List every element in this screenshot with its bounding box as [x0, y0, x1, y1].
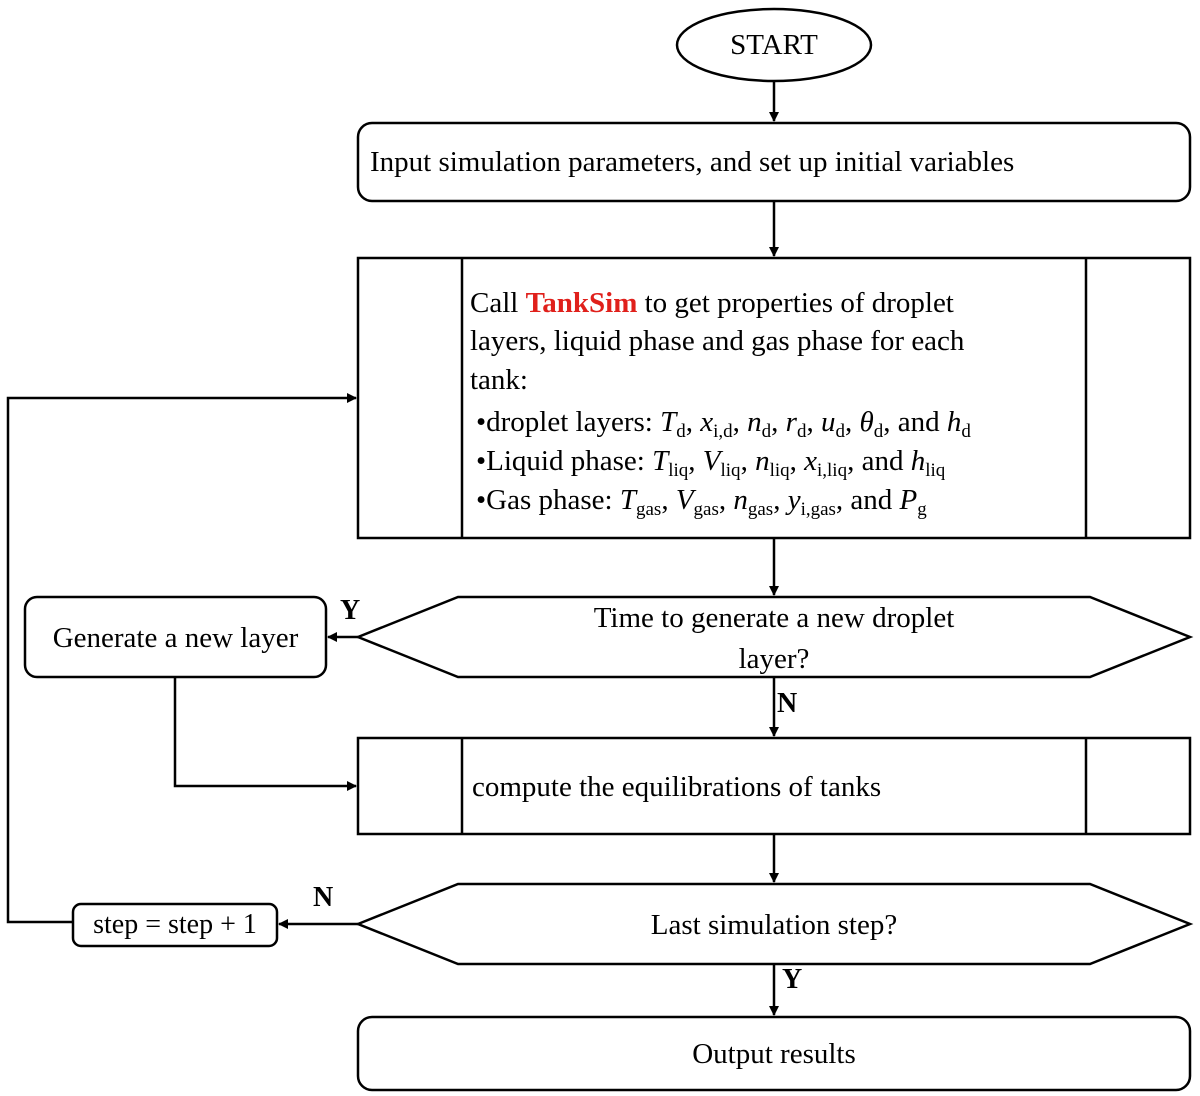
step-increment-box [71, 902, 279, 948]
last-step-decision-shape [354, 882, 1194, 966]
decision2-label: Last simulation step? [650, 909, 898, 941]
tanksim-name: TankSim [525, 287, 638, 319]
gas-phase-line: •Gas phase: Tgas, Vgas, ngas, yi,gas, an… [476, 484, 927, 520]
decision1-no-label: N [777, 688, 798, 719]
gas-label: •Gas phase: [476, 484, 613, 516]
tanksim-line-1: Call TankSim to get properties of drople… [470, 289, 954, 318]
tanksim-line-2: layers, liquid phase and gas phase for e… [470, 325, 965, 357]
decision1-line-2: layer? [738, 643, 810, 675]
liquid-label: •Liquid phase: [476, 445, 645, 477]
input-label: Input simulation parameters, and set up … [370, 146, 1015, 178]
call-line1-rest: to get properties of droplet [644, 287, 954, 319]
generate-label: Generate a new layer [52, 622, 299, 654]
arrow-step-loop-to-tanksim [6, 393, 357, 924]
new-layer-decision-shape [354, 595, 1194, 679]
output-label: Output results [692, 1038, 856, 1070]
compute-label: compute the equilibrations of tanks [472, 771, 882, 803]
liquid-phase-line: •Liquid phase: Tliq, Vliq, nliq, xi,liq,… [476, 445, 946, 481]
tanksim-line-3: tank: [470, 364, 528, 396]
output-terminal-box [356, 1015, 1192, 1092]
decision1-yes-label: Y [340, 595, 361, 626]
decision2-no-label: N [313, 882, 334, 913]
arrow-generate-to-compute [173, 677, 357, 791]
droplet-layers-line: •droplet layers: Td, xi,d, nd, rd, ud, θ… [476, 406, 971, 442]
decision1-line-1: Time to generate a new droplet [593, 602, 955, 634]
start-label: START [730, 29, 818, 61]
droplet-label: •droplet layers: [476, 406, 653, 438]
decision2-yes-label: Y [782, 964, 803, 995]
call-prefix: Call [470, 287, 519, 319]
step-label: step = step + 1 [93, 909, 257, 940]
